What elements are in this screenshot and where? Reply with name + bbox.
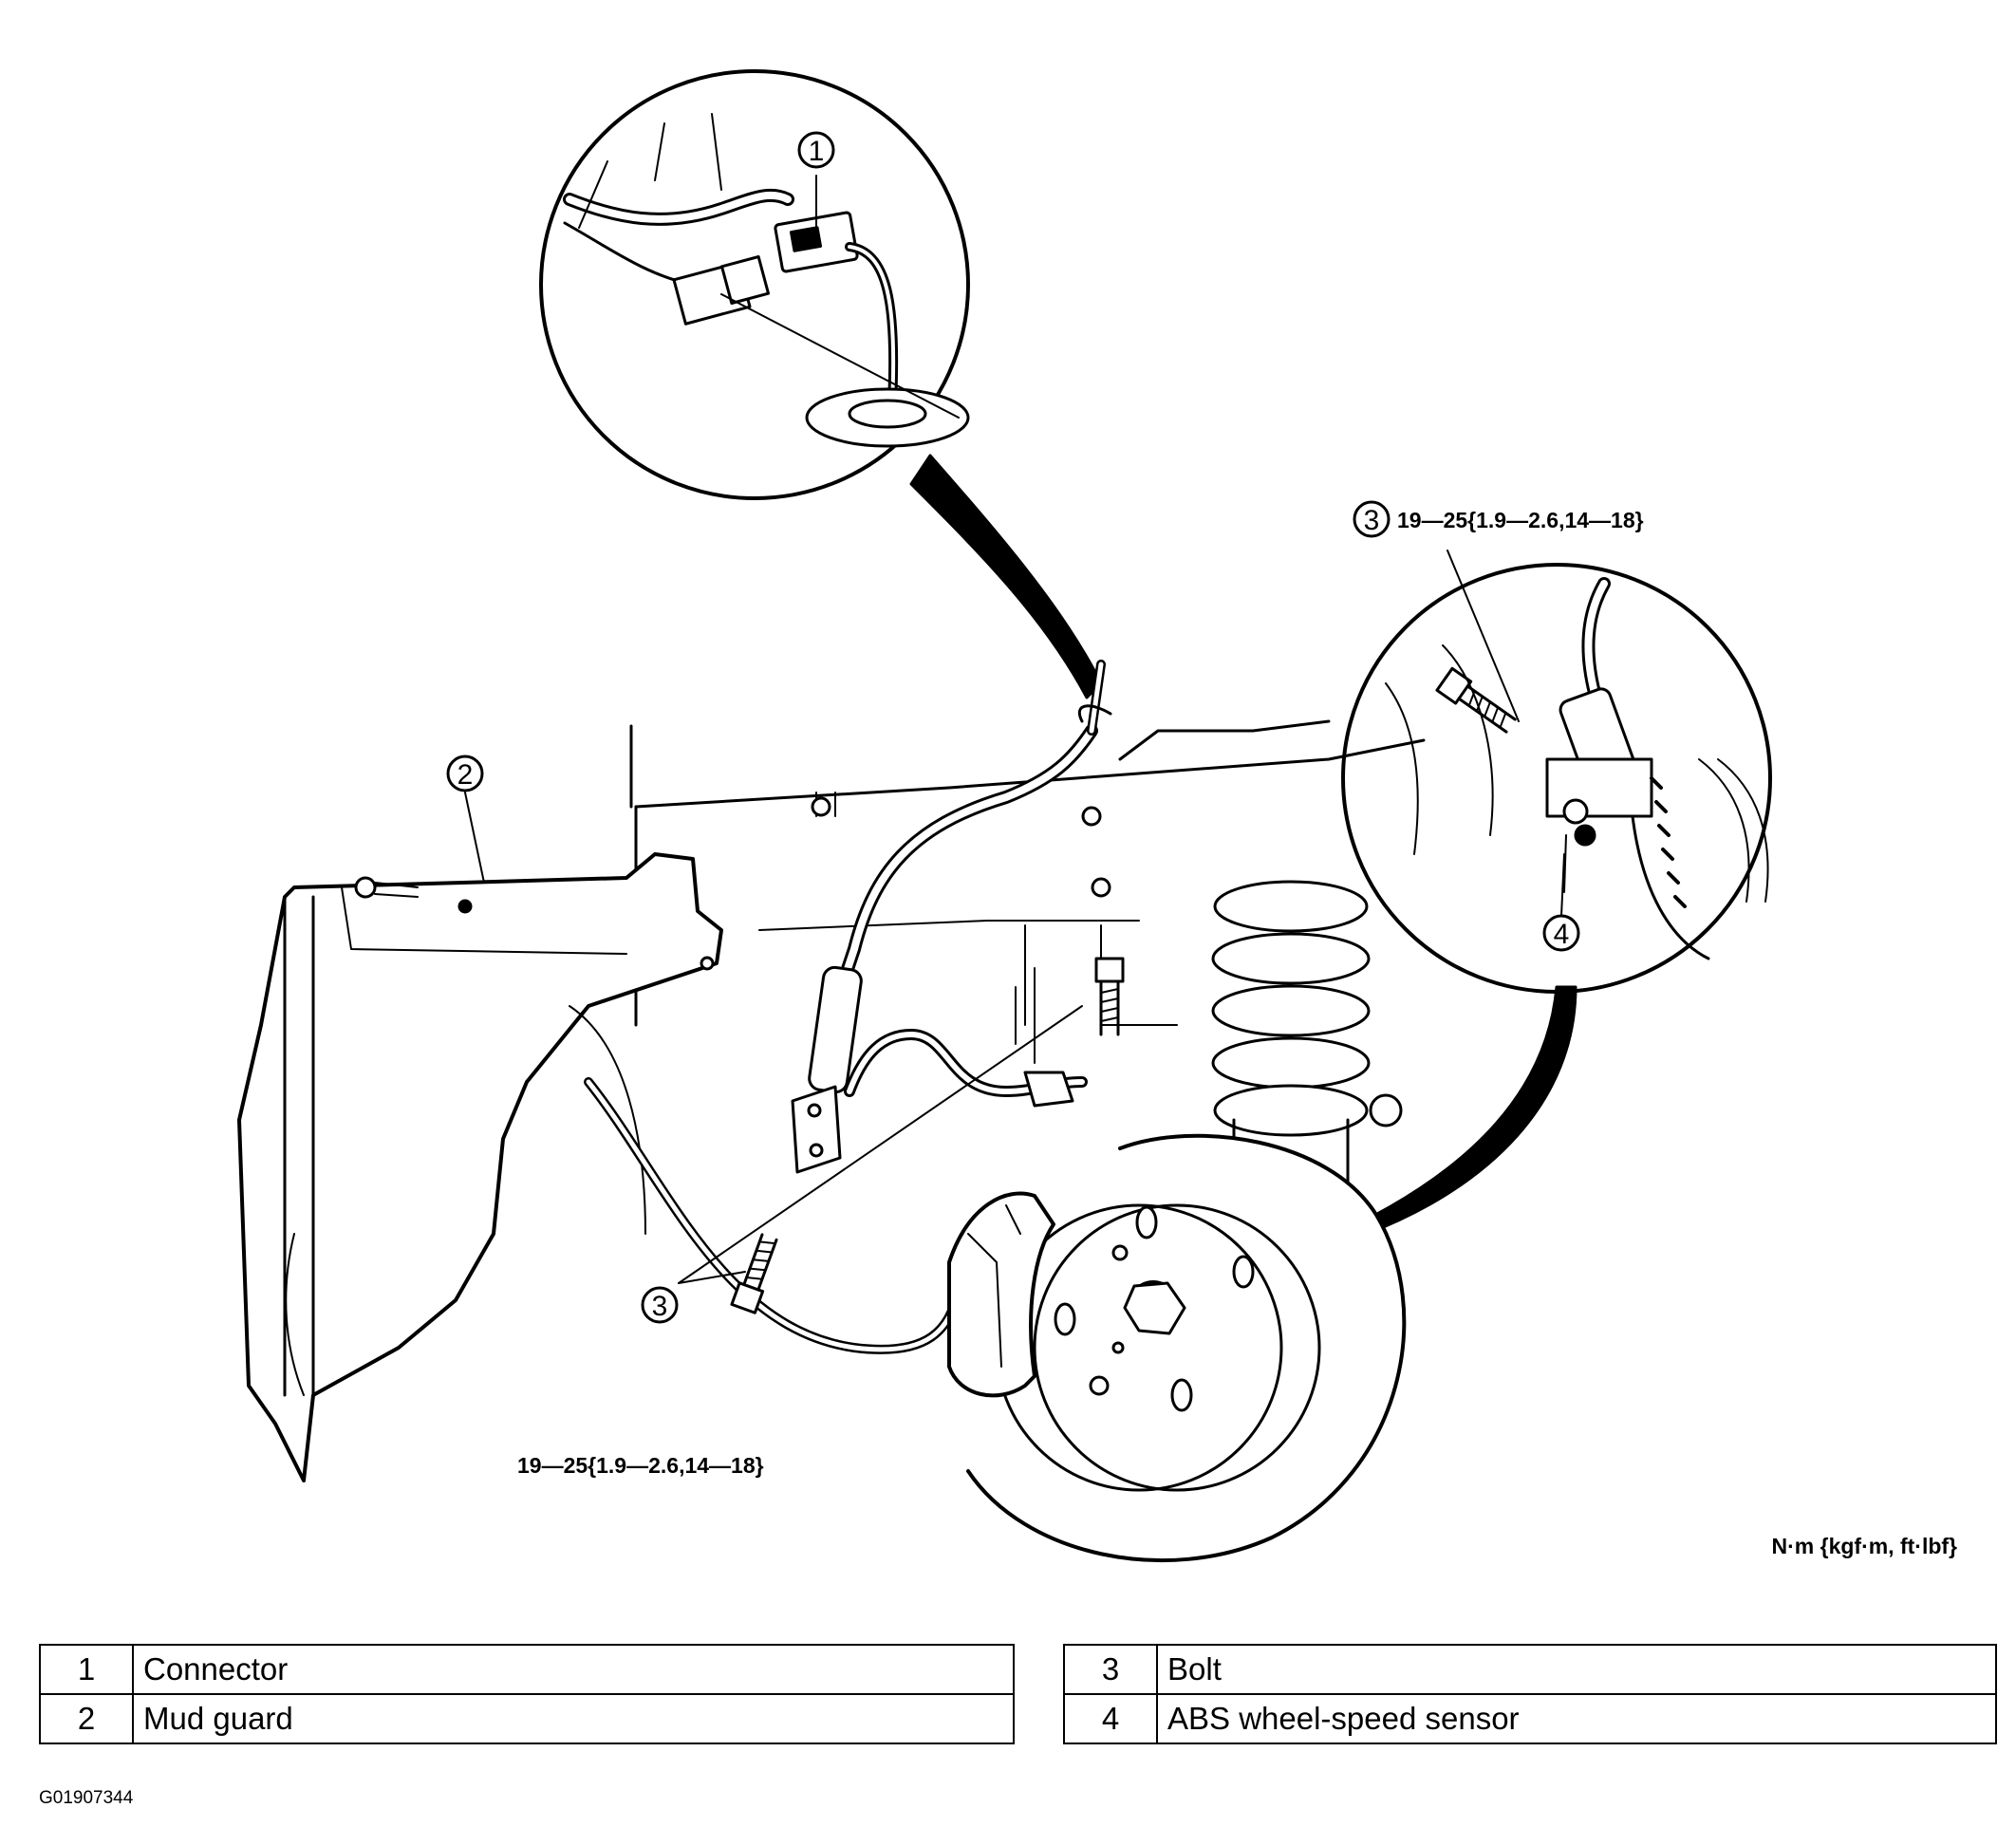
legend-table-left: 1 Connector 2 Mud guard xyxy=(39,1644,1015,1744)
callout-4: 4 xyxy=(1542,914,1580,952)
upper-bolt xyxy=(1094,957,1125,1036)
legend-row: 4 ABS wheel-speed sensor xyxy=(1063,1693,1997,1744)
legend-label: ABS wheel-speed sensor xyxy=(1156,1693,1997,1744)
torque-units: N·m {kgf·m, ft·lbf} xyxy=(1772,1534,1958,1558)
legend-row: 2 Mud guard xyxy=(39,1693,1015,1744)
svg-text:2: 2 xyxy=(457,759,474,791)
sensor-harness xyxy=(584,660,1112,1354)
coil-spring xyxy=(1211,880,1403,1188)
legend-row: 1 Connector xyxy=(39,1644,1015,1695)
callout-3-top: 3 xyxy=(1353,500,1391,538)
legend-label: Mud guard xyxy=(132,1693,1015,1744)
legend-number: 1 xyxy=(39,1644,134,1695)
abs-sensor-diagram: 1 2 3 3 4 19—25{1.9—2.6,14—18} 19—25{1.9… xyxy=(237,69,1958,1562)
legend-label: Connector xyxy=(132,1644,1015,1695)
svg-text:1: 1 xyxy=(809,136,825,167)
mud-guard xyxy=(237,852,723,1482)
legend-number: 2 xyxy=(39,1693,134,1744)
torque-spec-top: 19—25{1.9—2.6,14—18} xyxy=(1397,508,1644,532)
legend-label: Bolt xyxy=(1156,1644,1997,1695)
legend-table-right: 3 Bolt 4 ABS wheel-speed sensor xyxy=(1063,1644,1997,1744)
figure-id: G01907344 xyxy=(39,1788,134,1808)
svg-text:3: 3 xyxy=(1364,505,1380,536)
detail-pointer-top xyxy=(909,454,1103,699)
sensor-detail-view xyxy=(1341,550,1772,994)
brake-caliper xyxy=(947,1191,1055,1398)
leader-lines xyxy=(464,175,1565,1284)
connector-detail-view xyxy=(539,69,970,500)
svg-text:3: 3 xyxy=(652,1291,668,1322)
callout-1: 1 xyxy=(797,131,835,169)
legend-number: 3 xyxy=(1063,1644,1158,1695)
bracket-bolt xyxy=(730,1233,778,1314)
callout-2: 2 xyxy=(446,755,484,792)
svg-text:4: 4 xyxy=(1554,919,1570,950)
legend-row: 3 Bolt xyxy=(1063,1644,1997,1695)
callout-3-bottom: 3 xyxy=(641,1286,679,1324)
legend-number: 4 xyxy=(1063,1693,1158,1744)
torque-spec-bottom: 19—25{1.9—2.6,14—18} xyxy=(517,1453,764,1478)
